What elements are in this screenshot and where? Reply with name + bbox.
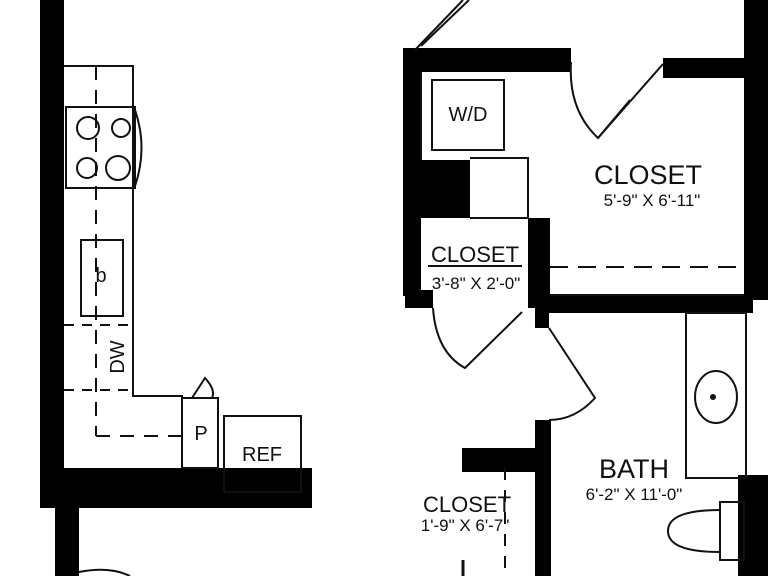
washer-dryer-label: W/D [449,104,488,126]
closet-door-left [569,61,631,140]
walls [40,0,768,576]
closet-small-name: CLOSET [431,242,519,267]
lower-left-wall [55,490,79,576]
bath-door [548,327,597,421]
wd-column [418,160,470,218]
pantry: P [181,376,219,469]
closet-top-wall-left [403,48,571,72]
stove [65,106,143,189]
bath-dims: 6'-2" X 11'-0" [586,485,683,504]
lower-left-door-arc [78,568,131,576]
bath-vanity [685,312,747,479]
burner-bottom-left [76,157,98,179]
right-exterior-wall-top [744,0,768,300]
burner-top-right [111,118,131,138]
pantry-door-swing [191,376,215,399]
closet-double-door [569,61,664,140]
closet-left-wall [403,48,421,296]
top-diagonal-door-1 [414,0,464,51]
dishwasher-label: DW [107,340,129,373]
washer-dryer: W/D [431,79,505,151]
kitchen-sink: b [80,239,124,317]
refrigerator-label: REF [242,444,282,466]
toilet [666,501,745,561]
small-closet-right-wall [528,218,550,308]
closet-top-wall-right [663,58,755,78]
vanity-counter [685,312,747,479]
stove-front-curve [134,109,143,187]
refrigerator-outline [223,415,302,493]
stove-outline [65,106,136,189]
closet-lower-dims: 1'-9" X 6'-7" [421,516,510,535]
sink-basin [80,239,124,317]
bath-left-wall [535,420,551,576]
small-closet-left-wall [405,290,433,308]
closet-main-name: CLOSET [594,160,702,190]
small-closet-door [432,307,523,370]
washer-dryer-outline [431,79,505,151]
top-diagonal-door-2 [420,0,470,47]
closet-main-dims: 5'-9" X 6'-11" [604,191,701,210]
closet-divider-wall [548,295,753,313]
wd-nook-outline [470,157,529,218]
burner-top-left [76,116,100,140]
bath-sink-basin [694,370,738,424]
refrigerator: REF [223,415,302,493]
pantry-label: P [194,423,207,445]
closet-small-dims: 3'-8" X 2'-0" [432,274,521,293]
pantry-outline [181,397,219,469]
closet-lower-name: CLOSET [423,492,511,517]
sink-label: b [95,265,106,287]
upper-closet-lines [414,0,744,296]
lower-closet: CLOSET 1'-9" X 6'-7" [421,468,511,576]
kitchen-bottom-wall [40,468,312,508]
closet-door-right [597,63,664,139]
left-exterior-wall [40,0,64,495]
lower-closet-top-wall [462,448,536,472]
toilet-tank [719,501,745,561]
bath-name: BATH [599,454,669,484]
toilet-bowl [666,509,721,553]
bath-sink-drain [710,394,716,400]
small-closet: CLOSET 3'-8" X 2'-0" [428,242,522,293]
burner-bottom-right [105,155,131,181]
bath-left-post [535,302,549,328]
